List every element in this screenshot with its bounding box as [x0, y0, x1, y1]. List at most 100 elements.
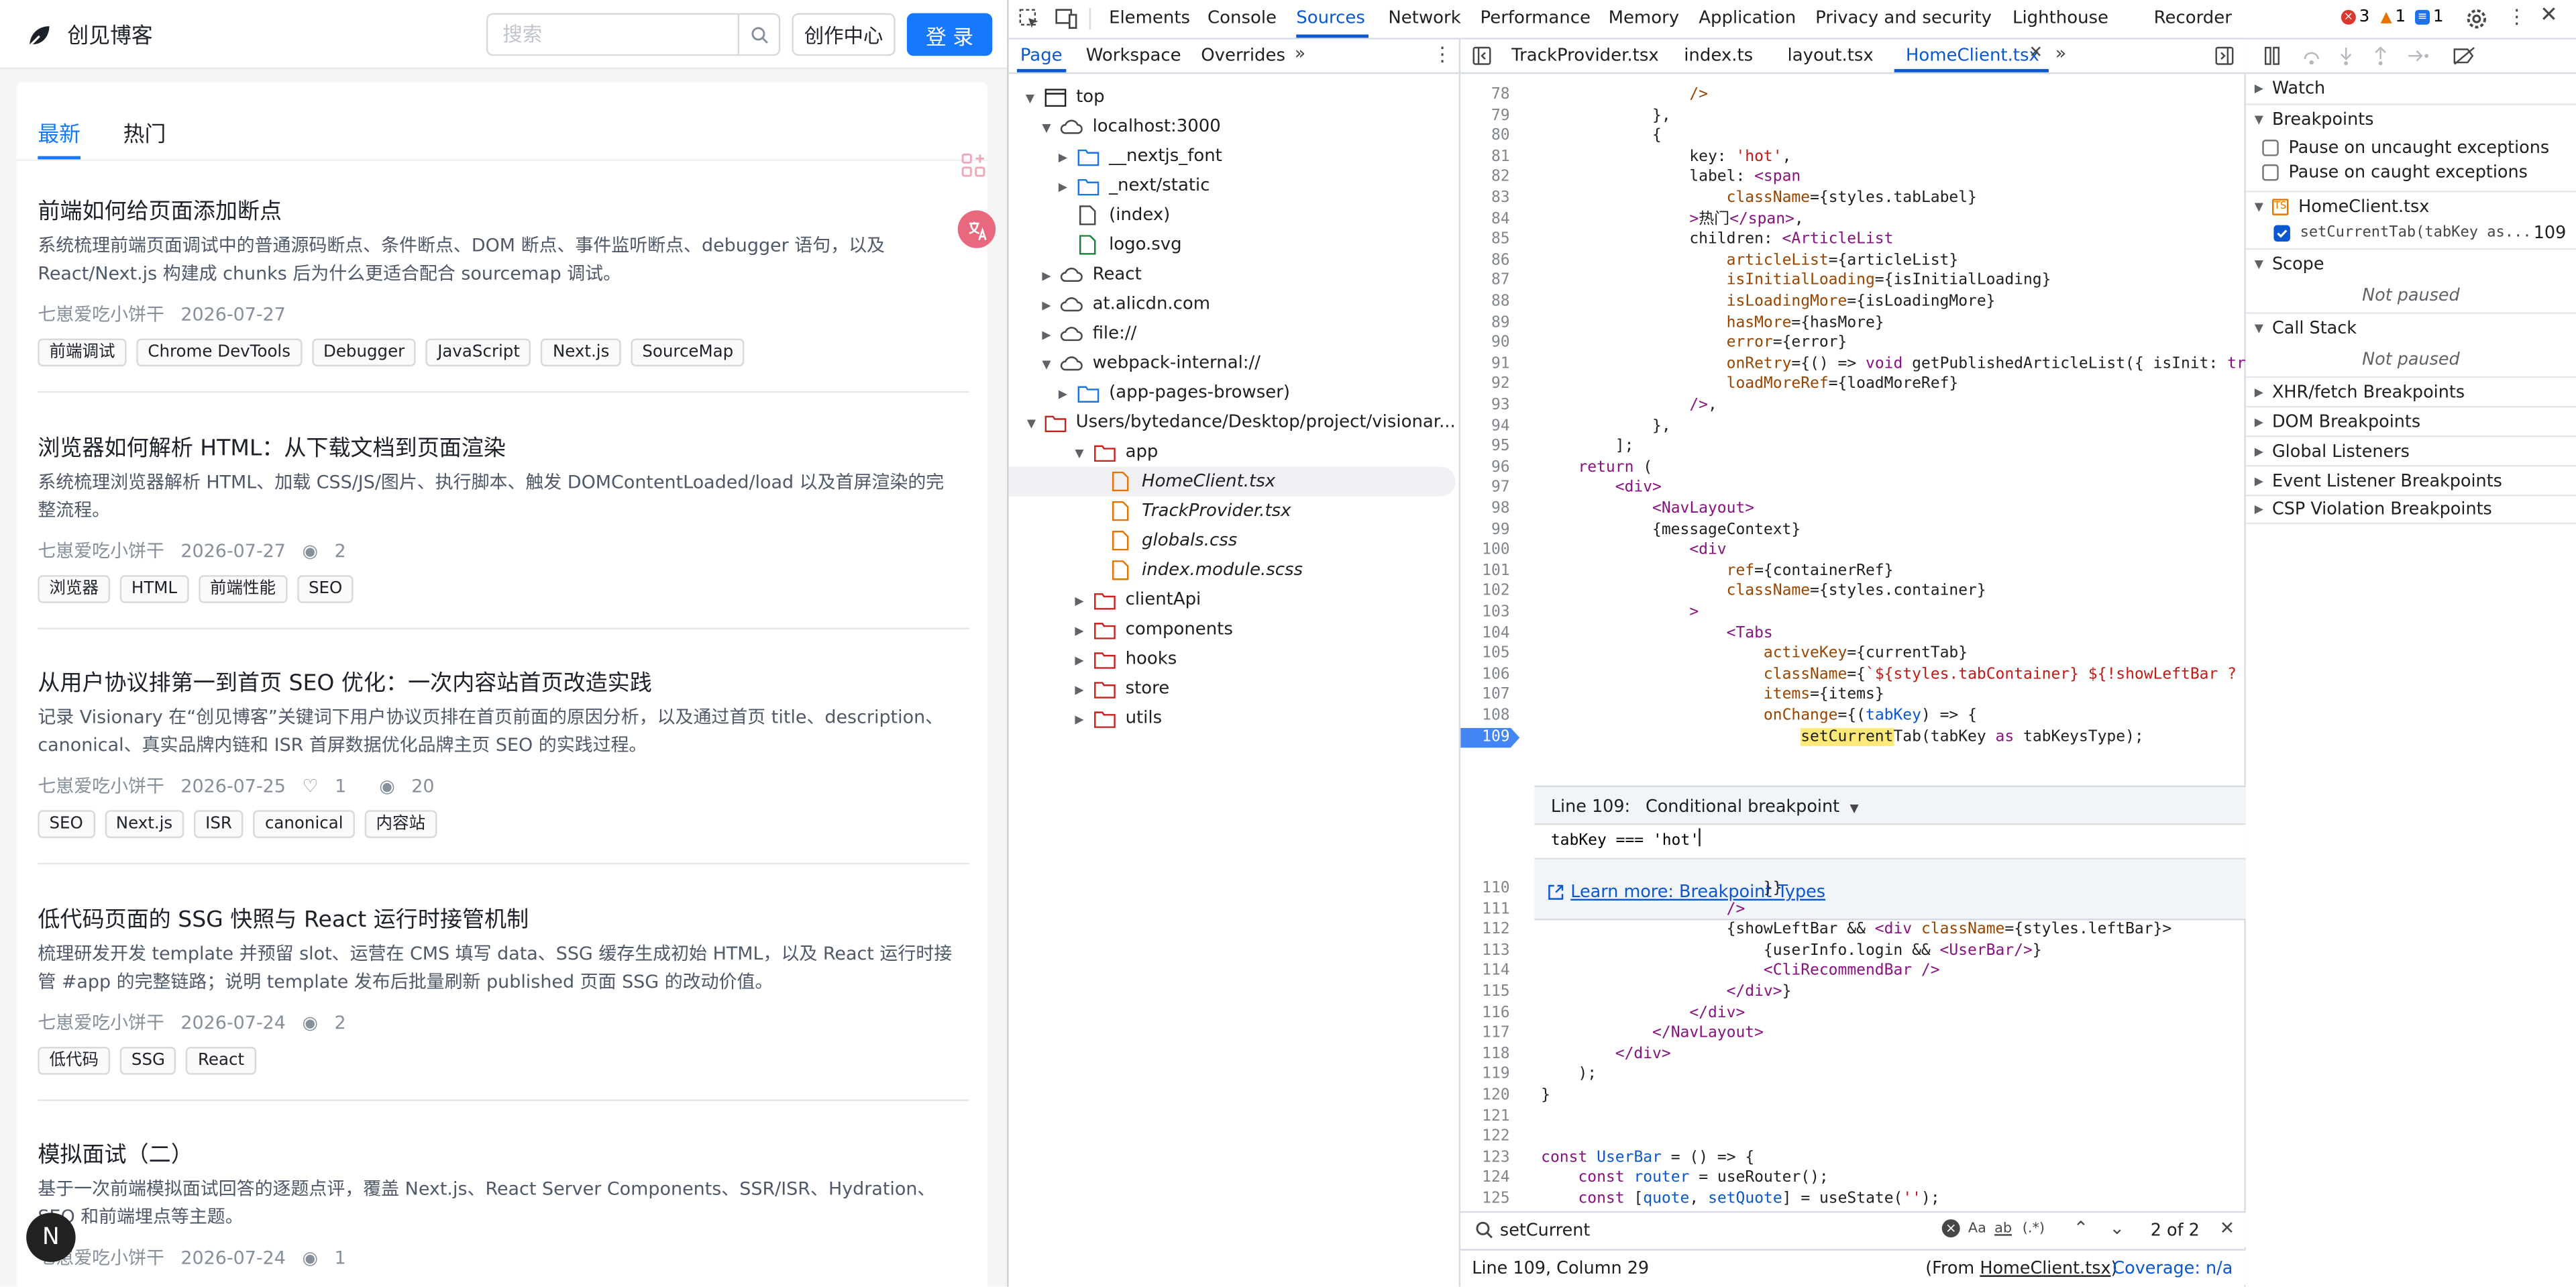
tree-item[interactable]: ▶_next/static — [1009, 171, 1456, 201]
line-number[interactable]: 115 — [1482, 982, 1510, 1001]
nextjs-devtools-badge[interactable]: N — [26, 1213, 76, 1262]
article-tag[interactable]: SSG — [119, 1047, 177, 1075]
warnings-badge[interactable]: ▲1 — [2380, 8, 2406, 27]
line-number[interactable]: 108 — [1482, 707, 1510, 725]
collapse-arrow-icon[interactable]: ▶ — [1058, 387, 1068, 401]
code-line[interactable]: 100 <div — [1460, 541, 2246, 562]
learn-more-link[interactable]: Learn more: Breakpoint Types — [1548, 882, 1825, 903]
grid-plus-icon[interactable] — [959, 151, 989, 181]
line-number[interactable]: 83 — [1491, 189, 1510, 207]
tree-item[interactable]: ▶utils — [1009, 703, 1456, 733]
line-number[interactable]: 80 — [1491, 127, 1510, 145]
breakpoint-item[interactable]: setCurrentTab(tabKey as... 109 — [2246, 219, 2576, 248]
login-button[interactable]: 登 录 — [906, 13, 993, 56]
editor-tab-homeclient[interactable]: HomeClient.tsx — [1905, 46, 2039, 66]
code-line[interactable]: 92 loadMoreRef={loadMoreRef} — [1460, 375, 2246, 396]
devtools-tab-memory[interactable]: Memory — [1608, 8, 1680, 28]
tree-item[interactable]: ▶React — [1009, 260, 1456, 289]
devtools-tab-console[interactable]: Console — [1208, 8, 1277, 28]
code-line[interactable]: 121 — [1460, 1107, 2246, 1128]
article-tag[interactable]: ISR — [194, 810, 244, 838]
csp-violation-breakpoints-section[interactable]: ▶CSP Violation Breakpoints — [2245, 495, 2576, 525]
line-number[interactable]: 79 — [1491, 106, 1510, 125]
code-line[interactable]: 119 ); — [1460, 1066, 2246, 1086]
line-number[interactable]: 93 — [1491, 396, 1510, 415]
issues-badge[interactable]: ≡1 — [2415, 8, 2444, 26]
code-line[interactable]: 116 </div> — [1460, 1003, 2246, 1024]
search-input[interactable] — [488, 15, 738, 54]
code-line[interactable]: 111 /> — [1460, 900, 2246, 921]
line-number[interactable]: 109 — [1460, 727, 1520, 748]
line-number[interactable]: 112 — [1482, 920, 1510, 939]
line-number[interactable]: 114 — [1482, 962, 1510, 980]
line-number[interactable]: 104 — [1482, 623, 1510, 642]
code-line[interactable]: 99 {messageContext} — [1460, 520, 2246, 541]
tab-overrides[interactable]: Overrides — [1201, 46, 1285, 66]
line-number[interactable]: 91 — [1491, 354, 1510, 373]
devtools-tab-application[interactable]: Application — [1699, 8, 1796, 28]
line-number[interactable]: 96 — [1491, 458, 1510, 476]
translate-icon[interactable] — [957, 210, 996, 248]
tree-item[interactable]: ▶at.alicdn.com — [1009, 289, 1456, 319]
code-line[interactable]: 107 items={items} — [1460, 686, 2246, 707]
line-number[interactable]: 106 — [1482, 665, 1510, 684]
code-line[interactable]: 80 { — [1460, 127, 2246, 148]
devtools-tab-lighthouse[interactable]: Lighthouse — [2012, 8, 2109, 28]
tree-item[interactable]: ▼webpack-internal:// — [1009, 348, 1456, 378]
match-case-icon[interactable]: Aa — [1968, 1221, 1986, 1238]
step-over-icon[interactable] — [2302, 46, 2321, 66]
code-line[interactable]: 108 onChange={(tabKey) => { — [1460, 707, 2246, 727]
article-tag[interactable]: 浏览器 — [38, 575, 111, 603]
devtools-tab-sources[interactable]: Sources — [1296, 8, 1365, 28]
tree-item[interactable]: ▼top — [1009, 82, 1456, 111]
tree-item[interactable]: ▶components — [1009, 615, 1456, 644]
line-number[interactable]: 121 — [1482, 1106, 1510, 1125]
article-tag[interactable]: React — [186, 1047, 256, 1075]
line-number[interactable]: 125 — [1482, 1190, 1510, 1208]
line-number[interactable]: 87 — [1491, 272, 1510, 290]
line-number[interactable]: 81 — [1491, 147, 1510, 166]
line-number[interactable]: 118 — [1482, 1045, 1510, 1064]
line-number[interactable]: 111 — [1482, 900, 1510, 918]
tree-item[interactable]: ▼app — [1009, 437, 1456, 466]
step-icon[interactable] — [2407, 46, 2430, 66]
line-number[interactable]: 122 — [1482, 1127, 1510, 1146]
tab-latest[interactable]: 最新 — [38, 123, 81, 148]
pause-uncaught-checkbox[interactable] — [2262, 140, 2279, 156]
code-line[interactable]: 118 </div> — [1460, 1045, 2246, 1066]
article-tag[interactable]: JavaScript — [426, 338, 532, 367]
article-tag[interactable]: HTML — [119, 575, 189, 603]
collapse-arrow-icon[interactable]: ▶ — [1058, 151, 1068, 164]
article-tag[interactable]: canonical — [253, 810, 355, 838]
article-tag[interactable]: 前端性能 — [198, 575, 288, 603]
line-number[interactable]: 97 — [1491, 478, 1510, 497]
line-number[interactable]: 89 — [1491, 313, 1510, 331]
whole-word-icon[interactable]: ab — [1994, 1221, 2012, 1238]
xhr-breakpoints-section[interactable]: ▶XHR/fetch Breakpoints — [2245, 376, 2576, 406]
devtools-tab-recorder[interactable]: Recorder — [2153, 8, 2232, 28]
tree-item[interactable]: ▼Users/bytedance/Desktop/project/visiona… — [1009, 407, 1456, 437]
code-line[interactable]: 78 /> — [1460, 85, 2246, 106]
code-line[interactable]: 94 }, — [1460, 417, 2246, 437]
code-line[interactable]: 79 }, — [1460, 106, 2246, 127]
code-line[interactable]: 120} — [1460, 1086, 2246, 1107]
code-line[interactable]: 124 const router = useRouter(); — [1460, 1169, 2246, 1190]
tab-page[interactable]: Page — [1020, 46, 1063, 66]
article-tag[interactable]: 前端调试 — [38, 338, 127, 367]
code-line[interactable]: 82 label: <span — [1460, 168, 2246, 189]
article-tag[interactable]: SEO — [297, 575, 354, 603]
article-title[interactable]: 低代码页面的 SSG 快照与 React 运行时接管机制 — [38, 907, 529, 934]
collapse-arrow-icon[interactable]: ▶ — [1042, 269, 1051, 283]
tree-item[interactable]: ▶hooks — [1009, 644, 1456, 674]
next-match-icon[interactable]: ⌄ — [2109, 1217, 2125, 1239]
call-stack-section[interactable]: ▼Call Stack — [2245, 312, 2576, 342]
collapse-arrow-icon[interactable]: ▶ — [1075, 595, 1084, 609]
find-input[interactable] — [1499, 1217, 1927, 1244]
code-line[interactable]: 122 — [1460, 1127, 2246, 1148]
code-line[interactable]: 106 className={`${styles.tabContainer} $… — [1460, 665, 2273, 686]
collapse-arrow-icon[interactable]: ▶ — [1058, 181, 1068, 194]
breakpoint-file-group[interactable]: ▼ TS HomeClient.tsx — [2245, 191, 2576, 220]
article-tag[interactable]: Next.js — [541, 338, 621, 367]
code-line[interactable]: 105 activeKey={currentTab} — [1460, 644, 2246, 665]
